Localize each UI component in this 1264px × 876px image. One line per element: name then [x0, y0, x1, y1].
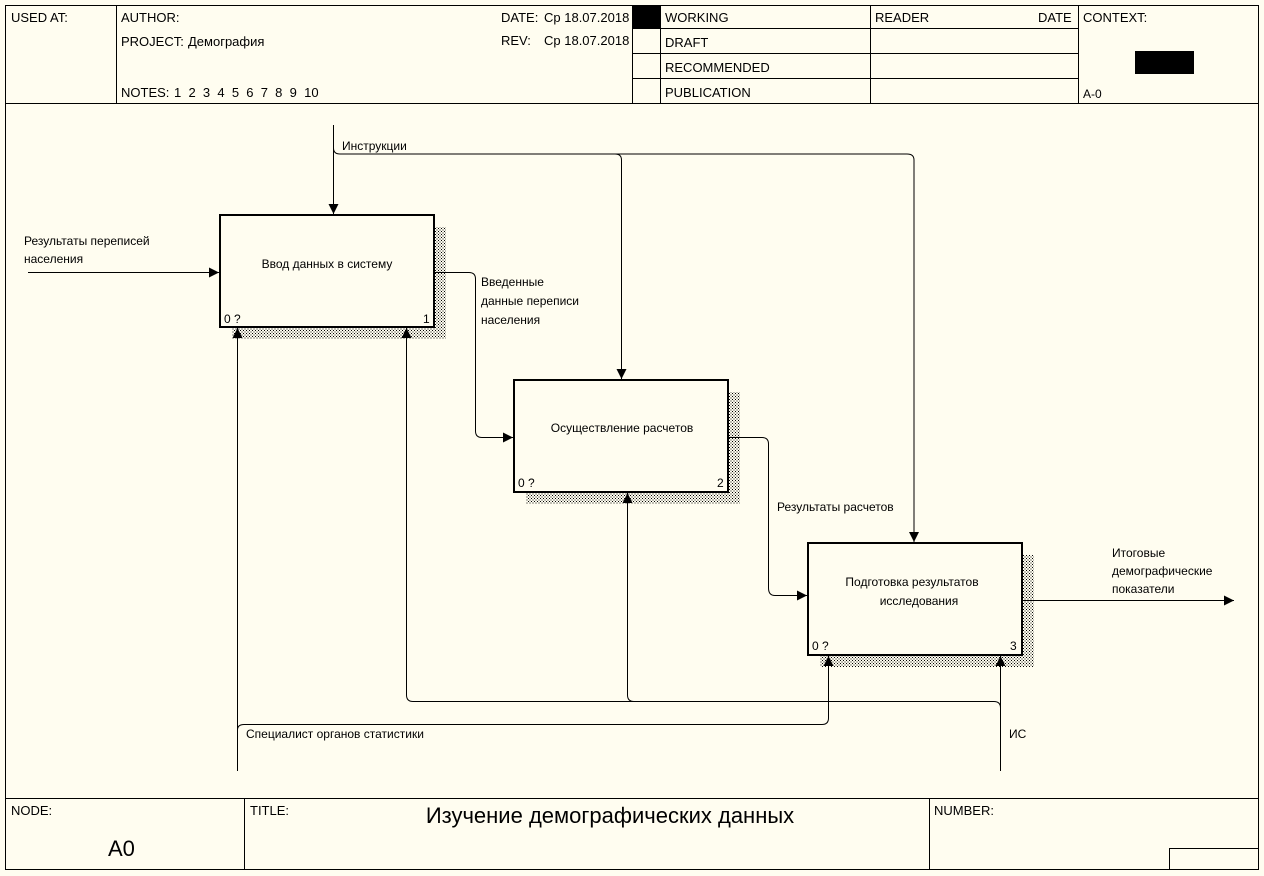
label-intermediate-line-2: данные переписи	[481, 294, 579, 308]
arrow-mechanism-is-box1[interactable]	[401, 328, 635, 702]
footer-block	[5, 798, 1259, 870]
label-input-line-1: Результаты переписей	[24, 234, 150, 248]
header-block	[5, 5, 1259, 104]
diagram-title: Изучение демографических данных	[426, 803, 794, 828]
box-3-number: 3	[1010, 639, 1017, 653]
box-3-label-line-1: Подготовка результатов	[845, 575, 978, 589]
project-value: Демография	[188, 34, 264, 49]
arrow-calculation-results[interactable]	[728, 437, 807, 601]
label-mechanism-specialist: Специалист органов статистики	[246, 727, 424, 741]
box-3-label-line-2: исследования	[880, 594, 959, 608]
project-label: PROJECT:	[121, 34, 184, 49]
box-3-cost: 0 ?	[812, 639, 829, 653]
box-2-cost: 0 ?	[518, 476, 535, 490]
label-output-line-2: демографические	[1112, 564, 1213, 578]
label-output-line-1: Итоговые	[1112, 546, 1165, 560]
status-working: WORKING	[665, 10, 729, 25]
label-mechanism-is: ИС	[1009, 727, 1027, 741]
title-label: TITLE:	[250, 803, 289, 818]
used-at-label: USED AT:	[11, 10, 68, 25]
label-intermediate-line-1: Введенные	[481, 275, 544, 289]
arrow-mechanism-specialist-box3[interactable]	[237, 656, 834, 731]
label-input-line-2: населения	[24, 252, 83, 266]
node-label: NODE:	[11, 803, 52, 818]
number-label: NUMBER:	[934, 803, 994, 818]
box-1-cost: 0 ?	[224, 312, 241, 326]
activity-box-2[interactable]: Осуществление расчетов 0 ? 2	[513, 379, 729, 493]
status-draft: DRAFT	[665, 35, 708, 50]
activity-box-3[interactable]: Подготовка результатов исследования 0 ? …	[807, 542, 1023, 656]
box-2-number: 2	[717, 476, 724, 490]
box-1-label: Ввод данных в систему	[262, 257, 393, 271]
notes-label: NOTES:	[121, 85, 169, 100]
notes-values: 1 2 3 4 5 6 7 8 9 10	[174, 85, 319, 100]
rev-label: REV:	[501, 33, 531, 48]
context-marker	[1135, 51, 1194, 74]
reader-label: READER	[875, 10, 929, 25]
box-1-number: 1	[423, 312, 430, 326]
node-value: A0	[108, 836, 135, 861]
working-status-marker	[633, 6, 660, 28]
box-2-label: Осуществление расчетов	[551, 421, 694, 435]
label-control: Инструкции	[342, 139, 407, 153]
activity-box-1[interactable]: Ввод данных в систему 0 ? 1	[219, 214, 435, 328]
status-recommended: RECOMMENDED	[665, 60, 770, 75]
arrow-control-instructions-box3[interactable]	[615, 153, 919, 542]
date-value: Ср 18.07.2018	[544, 10, 629, 25]
date-label: DATE:	[501, 10, 538, 25]
rev-value: Ср 18.07.2018	[544, 33, 629, 48]
context-node: A-0	[1083, 87, 1102, 101]
arrow-entered-data[interactable]	[434, 272, 513, 443]
label-calc-results: Результаты расчетов	[777, 500, 894, 514]
label-intermediate-line-3: населения	[481, 313, 540, 327]
label-output-line-3: показатели	[1112, 582, 1174, 596]
status-publication: PUBLICATION	[665, 85, 751, 100]
reader-date-label: DATE	[1038, 10, 1072, 25]
author-label: AUTHOR:	[121, 10, 180, 25]
context-label: CONTEXT:	[1083, 10, 1147, 25]
